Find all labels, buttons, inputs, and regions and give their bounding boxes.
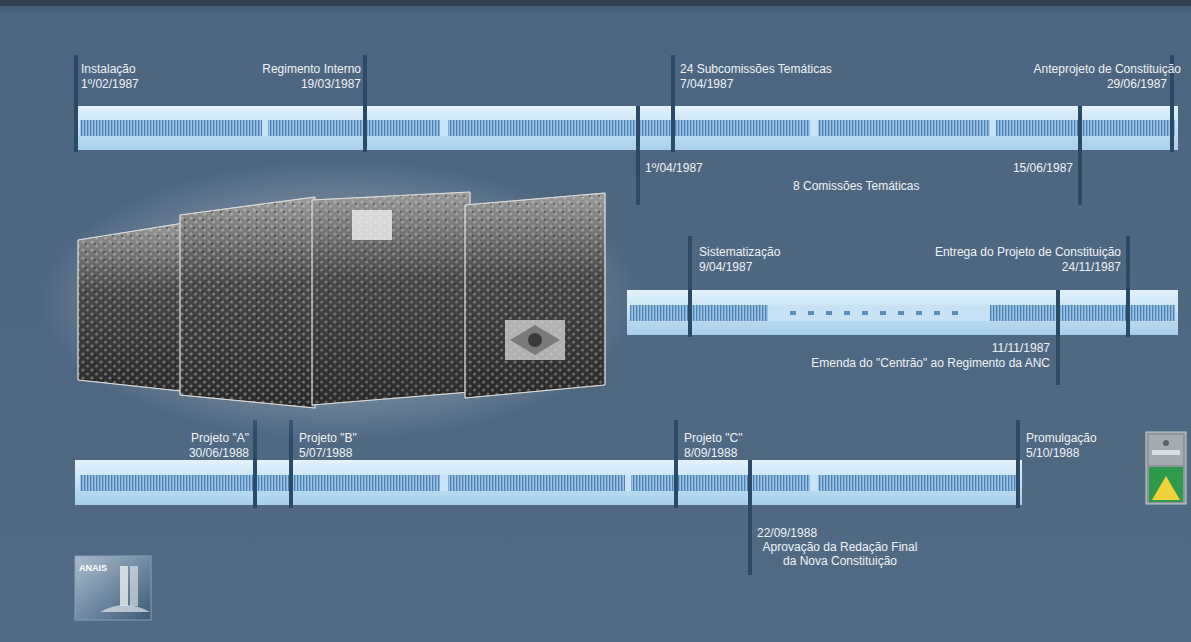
label-title: Sistematização [699,245,780,259]
label-title: Anteprojeto de Constituição [1034,62,1181,76]
label-title: Projeto "C" [684,431,743,445]
label-date: 24/11/1987 [1062,260,1121,274]
label-title: Projeto "A" [191,431,249,445]
label-title: 24 Subcomissões Temáticas [680,62,832,76]
label-title: Entrega do Projeto de Constituição [935,245,1121,259]
label-date: 15/06/1987 [1013,161,1073,175]
label-date: 8/09/1988 [684,446,737,460]
label-title: Instalação [81,62,136,76]
label-date: 7/04/1987 [680,77,733,91]
logo-text: ANAIS [79,563,107,573]
label-title: Promulgação [1026,431,1097,445]
label-title: Aprovação da Redação Final da Nova Const… [755,540,925,568]
label-date: 29/06/1987 [1107,77,1167,91]
label-title: Projeto "B" [299,431,357,445]
label-date: 19/03/1987 [301,77,361,91]
label-date: 1º/02/1987 [81,77,139,91]
label-date: 5/07/1988 [299,446,352,460]
label-date: 11/11/1987 [992,341,1050,355]
label-date: 9/04/1987 [699,260,752,274]
label-date: 22/09/1988 [757,526,817,540]
label-date: 1º/04/1987 [645,161,703,175]
label-date: 30/06/1988 [189,446,249,460]
label-title: Regimento Interno [262,62,361,76]
label-date: 5/10/1988 [1026,446,1079,460]
label-title: 8 Comissões Temáticas [793,179,920,193]
label-title: Emenda do "Centrão" ao Regimento da ANC [811,356,1050,370]
